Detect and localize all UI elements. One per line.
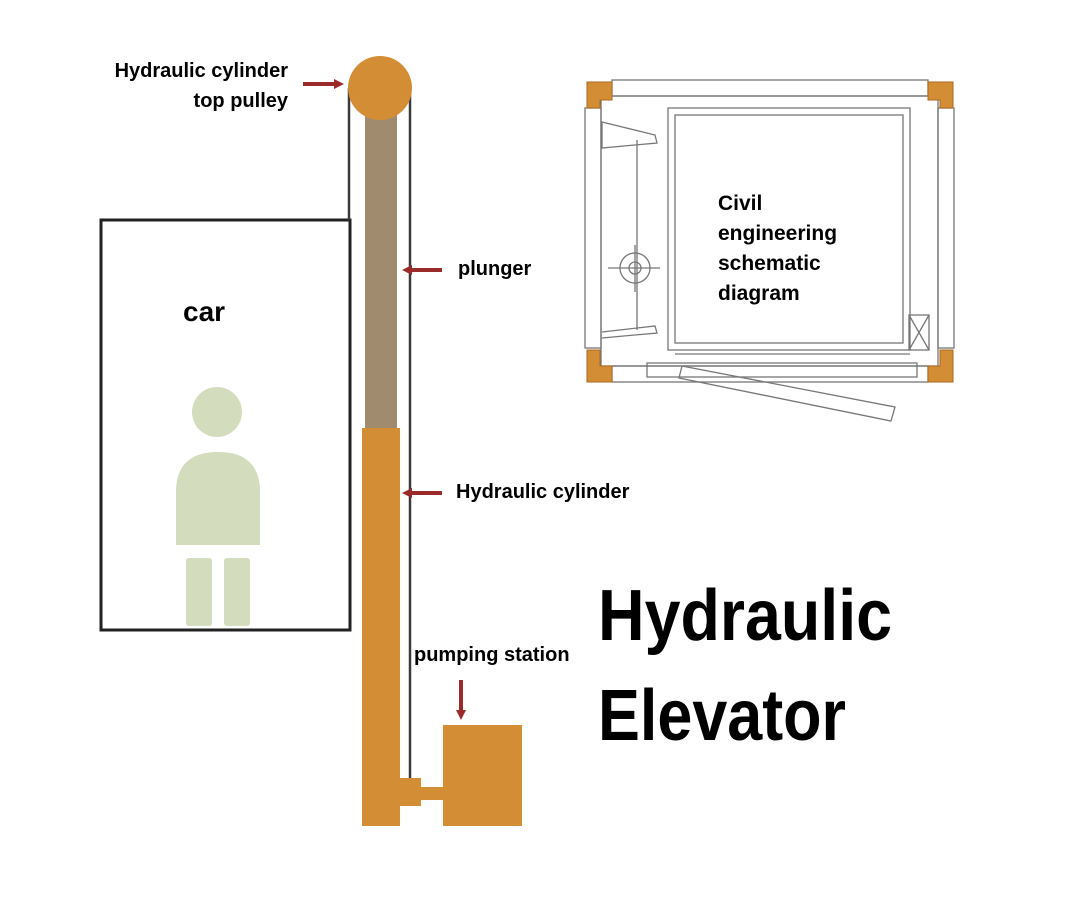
top-pulley — [348, 56, 412, 120]
plunger — [365, 108, 397, 430]
hydraulic-cylinder — [362, 428, 400, 826]
person-icon — [176, 387, 260, 626]
pipe — [420, 787, 444, 800]
title-line2: Elevator — [598, 676, 846, 756]
label-pumping-station: pumping station — [414, 644, 570, 666]
plan-label-4: diagram — [718, 282, 800, 305]
cylinder-connector — [400, 778, 421, 806]
plan-corner-blocks — [586, 81, 954, 383]
title-line1: Hydraulic — [598, 576, 892, 656]
car-box — [99, 218, 352, 632]
label-plunger: plunger — [458, 258, 532, 280]
label-car: car — [183, 296, 225, 327]
pumping-station — [443, 725, 522, 826]
plan-label-3: schematic — [718, 252, 821, 275]
label-cylinder: Hydraulic cylinder — [456, 481, 630, 503]
plan-label-1: Civil — [718, 192, 762, 215]
label-top-pulley-1: Hydraulic cylinder — [115, 60, 289, 82]
label-top-pulley-2: top pulley — [194, 90, 289, 112]
plan-view — [584, 79, 955, 422]
plan-label-2: engineering — [718, 222, 837, 245]
